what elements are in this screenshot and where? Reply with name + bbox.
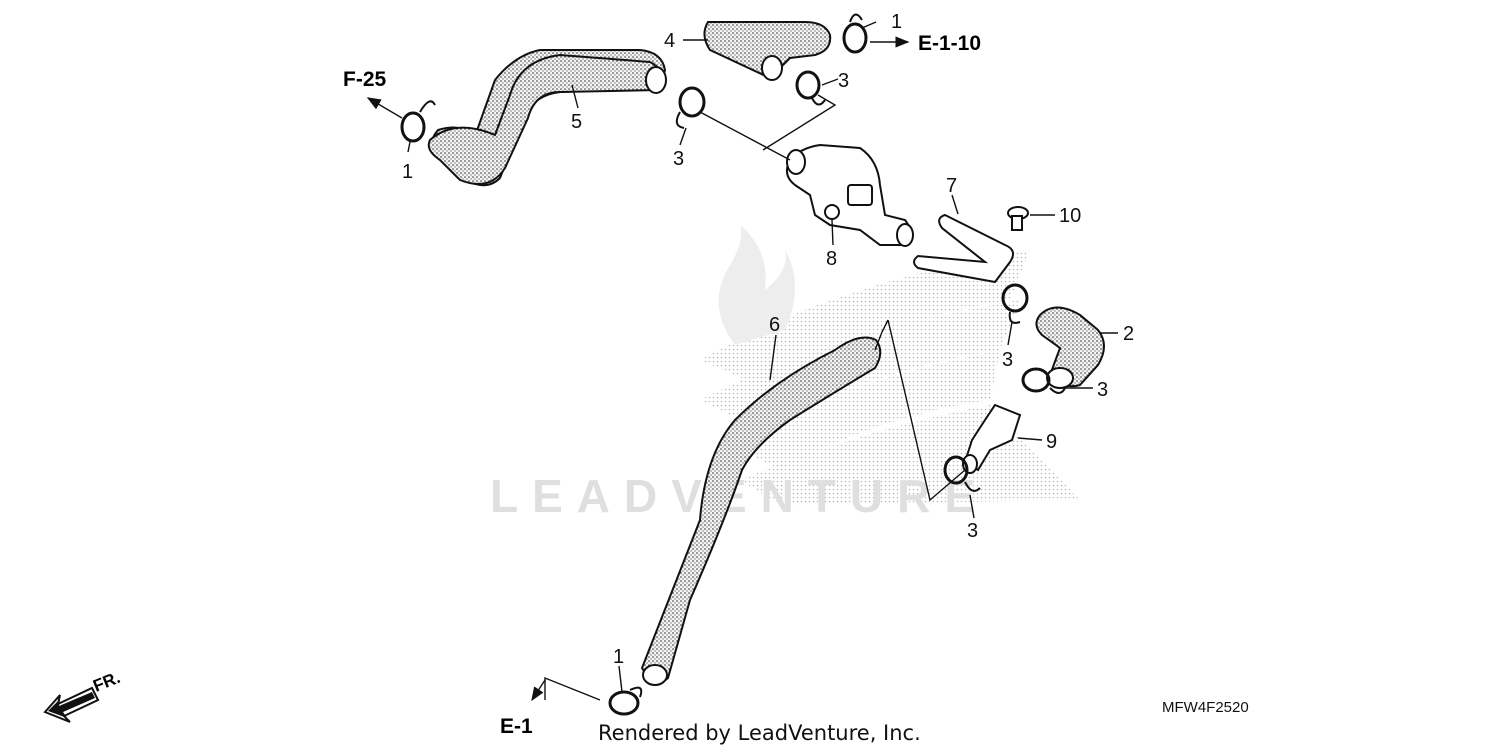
callout-2: 2 <box>1123 323 1134 345</box>
footer-credit: Rendered by LeadVenture, Inc. <box>598 721 921 745</box>
callout-4: 4 <box>664 30 675 52</box>
screw-part-10 <box>1007 206 1029 231</box>
callout-3-bottom: 3 <box>967 520 978 542</box>
front-direction-arrow: FR. <box>43 668 123 723</box>
hose-part-2 <box>1035 306 1105 389</box>
leader-lines <box>407 21 1118 701</box>
ref-f-25: F-25 <box>343 68 387 91</box>
clamp-part-3-top <box>795 70 826 106</box>
clamp-part-3-right <box>1021 367 1066 394</box>
callout-3-top: 3 <box>838 70 849 92</box>
ref-e-1-10: E-1-10 <box>918 32 981 55</box>
callout-1-top: 1 <box>891 11 902 33</box>
hose-part-6 <box>640 336 882 686</box>
hose-part-5 <box>427 49 667 187</box>
clamp-part-3-mid <box>675 86 706 129</box>
tube-part-7 <box>913 213 1015 284</box>
callout-5: 5 <box>571 111 582 133</box>
callout-9: 9 <box>1046 431 1057 453</box>
callout-3-right-upper: 3 <box>1002 349 1013 371</box>
callout-6: 6 <box>769 314 780 336</box>
callout-8: 8 <box>826 248 837 270</box>
clamp-part-1-bottom <box>608 686 643 716</box>
clamp-part-1-left <box>400 100 436 143</box>
callout-3-right: 3 <box>1097 379 1108 401</box>
clamp-part-3-right-upper <box>1001 283 1029 324</box>
callout-1-left: 1 <box>402 161 413 183</box>
joint-part-9 <box>962 403 1022 474</box>
valve-part-8 <box>785 143 914 247</box>
hose-part-4 <box>703 21 832 81</box>
callout-3-mid: 3 <box>673 148 684 170</box>
reference-arrows <box>366 36 910 702</box>
diagram-code: MFW4F2520 <box>1162 699 1249 716</box>
callout-1-bottom: 1 <box>613 646 624 668</box>
clamp-part-1-top <box>842 13 868 54</box>
clamp-part-3-bottom <box>943 455 981 492</box>
front-direction-label: FR. <box>90 668 123 696</box>
callout-10: 10 <box>1059 205 1081 227</box>
ref-e-1: E-1 <box>500 715 533 738</box>
callout-7: 7 <box>946 175 957 197</box>
